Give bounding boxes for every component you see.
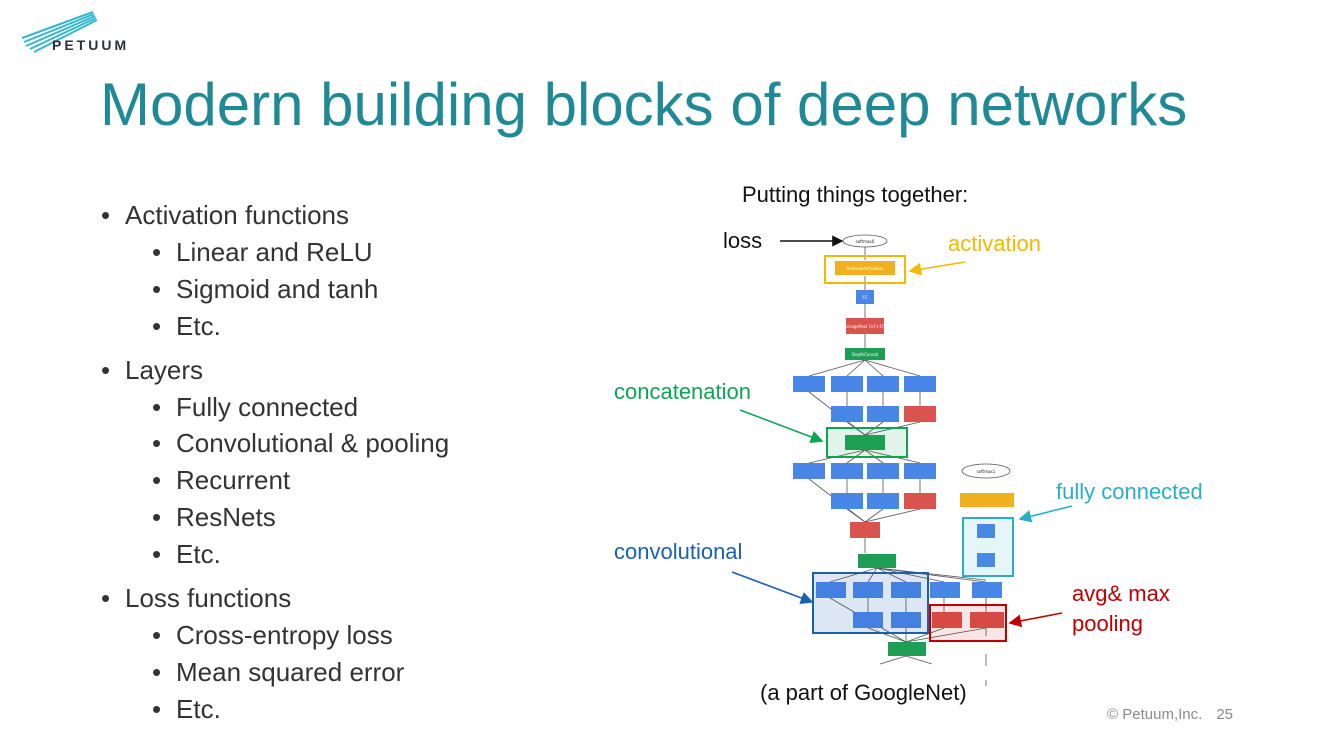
svg-text:DepthConcat: DepthConcat — [852, 352, 879, 357]
conv-node — [816, 582, 846, 598]
logo-text: PETUUM — [52, 37, 130, 53]
maxpool-node — [904, 493, 936, 509]
depthconcat-node — [858, 554, 896, 568]
convolutional-highlight — [812, 572, 929, 634]
label-fully-connected: fully connected — [1056, 479, 1203, 504]
svg-text:softmax1: softmax1 — [977, 469, 996, 474]
copyright: © Petuum,Inc. — [1107, 706, 1203, 723]
sub-bullet: •Linear and ReLU — [152, 237, 373, 267]
softmax-activation-node — [835, 261, 895, 275]
svg-text:softmax0: softmax0 — [856, 239, 875, 244]
sub-bullet: •Etc. — [152, 311, 221, 341]
concatenation-highlight — [826, 427, 908, 458]
sub-bullet: •Convolutional & pooling — [152, 428, 450, 458]
depthconcat-node — [845, 435, 885, 450]
avgpool-node — [846, 318, 884, 334]
sub-bullet: •Mean squared error — [152, 657, 405, 687]
conv-node — [831, 376, 863, 392]
pooling-arrow — [1008, 612, 1063, 628]
bullet-activation-functions: •Activation functions — [101, 200, 350, 230]
svg-text:FC: FC — [862, 295, 867, 300]
concatenation-arrow — [739, 409, 824, 444]
bullet-loss-functions: •Loss functions — [101, 583, 292, 613]
label-activation: activation — [948, 231, 1041, 256]
label-pooling-line2: pooling — [1072, 611, 1143, 636]
sub-bullet: •Sigmoid and tanh — [152, 274, 379, 304]
petuum-logo-icon — [21, 11, 98, 53]
conv-node — [867, 376, 899, 392]
conv-node — [867, 493, 899, 509]
conv-node — [904, 376, 936, 392]
softmax1-node — [961, 463, 1011, 479]
softmax-activation-node — [960, 493, 1014, 507]
conv-node — [853, 612, 883, 628]
conv-node — [891, 612, 921, 628]
sub-bullet: •Fully connected — [152, 392, 359, 422]
label-pooling-line1: avg& max — [1072, 581, 1170, 606]
conv-node — [793, 376, 825, 392]
activation-highlight — [824, 255, 906, 284]
page-number: 25 — [1216, 706, 1233, 723]
svg-text:AveragePool 7x7+1(V): AveragePool 7x7+1(V) — [842, 324, 888, 329]
diagram-caption: (a part of GoogleNet) — [760, 680, 967, 705]
diagram-heading: Putting things together: — [742, 182, 969, 207]
sub-bullet: •Etc. — [152, 694, 221, 724]
googlenet-diagram: Putting things together: loss activation… — [580, 170, 1300, 715]
bullet-layers: •Layers — [101, 355, 204, 385]
conv-node — [891, 582, 921, 598]
sub-bullet: •Recurrent — [152, 465, 291, 495]
conv-node — [793, 463, 825, 479]
avgpool-node — [970, 612, 1004, 628]
label-convolutional: convolutional — [614, 539, 743, 564]
activation-arrow — [908, 261, 966, 276]
fc-node — [977, 553, 995, 567]
conv-node — [867, 406, 899, 422]
conv-node — [972, 582, 1002, 598]
convolutional-arrow — [731, 571, 814, 605]
conv-node — [867, 463, 899, 479]
depthconcat-node — [845, 348, 885, 360]
fully-connected-arrow — [1018, 505, 1073, 523]
conv-node — [930, 582, 960, 598]
fc-node — [977, 524, 995, 538]
svg-text:SoftmaxActivation: SoftmaxActivation — [847, 266, 884, 271]
graph-nodes: softmax0 SoftmaxActivation FC AveragePoo… — [793, 234, 1014, 656]
label-concatenation: concatenation — [614, 379, 751, 404]
footer: © Petuum,Inc. 25 — [1093, 706, 1233, 723]
maxpool-node — [904, 406, 936, 422]
depthconcat-node — [888, 642, 926, 656]
fc-node — [856, 290, 874, 304]
fully-connected-highlight — [962, 517, 1014, 577]
maxpool-node — [932, 612, 962, 628]
sub-bullet: •Etc. — [152, 539, 221, 569]
pooling-highlight — [929, 604, 1007, 642]
conv-node — [831, 493, 863, 509]
sub-bullet: •ResNets — [152, 502, 276, 532]
conv-node — [904, 463, 936, 479]
slide-title: Modern building blocks of deep networks — [100, 71, 1188, 138]
conv-node — [831, 406, 863, 422]
conv-node — [831, 463, 863, 479]
conv-node — [853, 582, 883, 598]
label-loss: loss — [723, 228, 763, 253]
sub-bullet: •Cross-entropy loss — [152, 620, 393, 650]
network-graph: softmax0 SoftmaxActivation FC AveragePoo… — [731, 234, 1073, 686]
maxpool-node — [850, 522, 880, 538]
